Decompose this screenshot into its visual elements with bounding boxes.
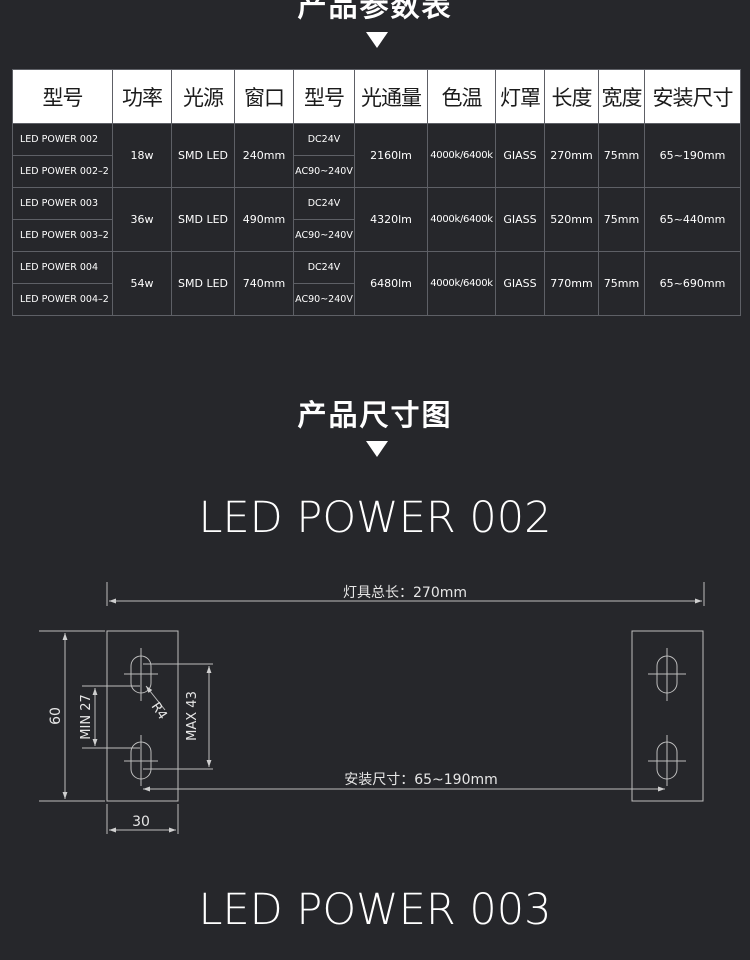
cover-cell: GIASS bbox=[495, 123, 545, 188]
cover-cell: GIASS bbox=[495, 187, 545, 252]
mount-cell: 65~440mm bbox=[644, 187, 741, 252]
window-cell: 740mm bbox=[234, 251, 294, 316]
down-arrow-icon bbox=[366, 441, 388, 457]
header-cell: 宽度 bbox=[598, 69, 645, 124]
window-cell: 490mm bbox=[234, 187, 294, 252]
power-cell: 36w bbox=[112, 187, 172, 252]
width-cell: 75mm bbox=[598, 251, 645, 316]
window-cell: 240mm bbox=[234, 123, 294, 188]
source-cell: SMD LED bbox=[171, 251, 235, 316]
model-cell: LED POWER 002–2 bbox=[12, 155, 113, 188]
spec-section-title: 产品参数表 bbox=[297, 0, 453, 23]
voltage-cell: AC90~240V bbox=[293, 155, 355, 188]
source-cell: SMD LED bbox=[171, 123, 235, 188]
mount-cell: 65~190mm bbox=[644, 123, 741, 188]
table-row: LED POWER 004 54w SMD LED 740mm DC24V 64… bbox=[12, 251, 741, 316]
radius-label: R4 bbox=[148, 700, 170, 723]
flux-cell: 4320lm bbox=[354, 187, 428, 252]
model-cell: LED POWER 003–2 bbox=[12, 219, 113, 252]
length-cell: 770mm bbox=[544, 251, 599, 316]
table-row: LED POWER 003 36w SMD LED 490mm DC24V 43… bbox=[12, 187, 741, 252]
header-cell: 功率 bbox=[112, 69, 172, 124]
model-cell: LED POWER 004–2 bbox=[12, 283, 113, 316]
header-cell: 色温 bbox=[427, 69, 496, 124]
header-cell: 长度 bbox=[544, 69, 599, 124]
total-length-label: 灯具总长：270mm bbox=[343, 585, 467, 601]
header-cell: 光通量 bbox=[354, 69, 428, 124]
flux-cell: 2160lm bbox=[354, 123, 428, 188]
min-label: MIN 27 bbox=[79, 694, 94, 739]
header-cell: 灯罩 bbox=[495, 69, 545, 124]
dimension-drawing: 灯具总长：270mm 60 MIN 27 MAX 43 R4 安装尺寸：65~1… bbox=[39, 582, 705, 834]
source-cell: SMD LED bbox=[171, 187, 235, 252]
header-cell: 窗口 bbox=[234, 69, 294, 124]
table-row: LED POWER 004–2 AC90~240V bbox=[12, 283, 741, 316]
cct-cell: 4000k/6400k bbox=[427, 123, 496, 188]
cct-cell: 4000k/6400k bbox=[427, 251, 496, 316]
cover-cell: GIASS bbox=[495, 251, 545, 316]
max-label: MAX 43 bbox=[185, 691, 200, 741]
spec-table: 型号 功率 光源 窗口 型号 光通量 色温 灯罩 长度 宽度 安装尺寸 LED … bbox=[12, 69, 741, 316]
width-cell: 75mm bbox=[598, 187, 645, 252]
radius-leader-line bbox=[145, 685, 166, 711]
model-cell: LED POWER 004 bbox=[12, 251, 113, 284]
flux-cell: 6480lm bbox=[354, 251, 428, 316]
power-cell: 18w bbox=[112, 123, 172, 188]
label-backdrop bbox=[330, 582, 474, 600]
header-cell: 型号 bbox=[293, 69, 355, 124]
voltage-cell: DC24V bbox=[293, 187, 355, 220]
height-label: 60 bbox=[48, 707, 64, 725]
drawing-model-title: LED POWER 002 bbox=[198, 493, 552, 543]
drawing-model-title: LED POWER 003 bbox=[198, 885, 552, 935]
mount-cell: 65~690mm bbox=[644, 251, 741, 316]
cct-cell: 4000k/6400k bbox=[427, 187, 496, 252]
length-cell: 270mm bbox=[544, 123, 599, 188]
voltage-cell: AC90~240V bbox=[293, 219, 355, 252]
down-arrow-icon bbox=[366, 32, 388, 48]
model-cell: LED POWER 002 bbox=[12, 123, 113, 156]
table-row: LED POWER 002–2 AC90~240V bbox=[12, 155, 741, 188]
voltage-cell: DC24V bbox=[293, 123, 355, 156]
header-cell: 光源 bbox=[171, 69, 235, 124]
voltage-cell: DC24V bbox=[293, 251, 355, 284]
right-end-plate bbox=[631, 630, 704, 802]
width-cell: 75mm bbox=[598, 123, 645, 188]
model-cell: LED POWER 003 bbox=[12, 187, 113, 220]
dimension-section-title: 产品尺寸图 bbox=[297, 398, 453, 432]
header-cell: 安装尺寸 bbox=[644, 69, 741, 124]
mount-size-label: 安装尺寸：65~190mm bbox=[344, 772, 498, 788]
left-end-plate bbox=[106, 630, 179, 802]
table-header-row: 型号 功率 光源 窗口 型号 光通量 色温 灯罩 长度 宽度 安装尺寸 bbox=[12, 69, 741, 124]
label-backdrop bbox=[333, 770, 509, 787]
voltage-cell: AC90~240V bbox=[293, 283, 355, 316]
header-cell: 型号 bbox=[12, 69, 113, 124]
length-cell: 520mm bbox=[544, 187, 599, 252]
power-cell: 54w bbox=[112, 251, 172, 316]
table-row: LED POWER 002 18w SMD LED 240mm DC24V 21… bbox=[12, 123, 741, 188]
width-label: 30 bbox=[132, 814, 150, 830]
